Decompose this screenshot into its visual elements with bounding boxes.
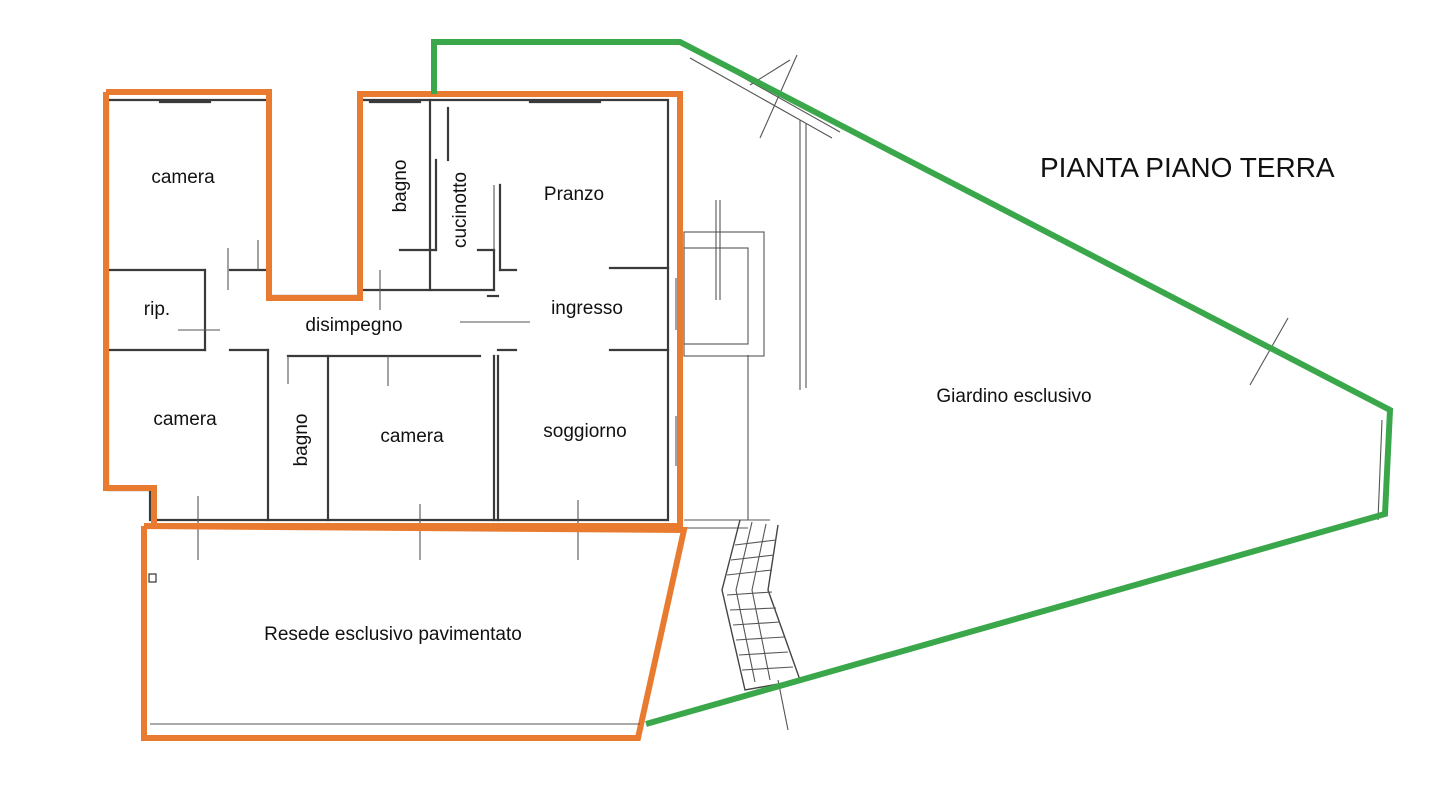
plan-title: PIANTA PIANO TERRA: [1040, 152, 1335, 183]
room-label-ingresso: ingresso: [551, 298, 623, 319]
room-label-rip: rip.: [144, 299, 170, 320]
room-label-pranzo: Pranzo: [544, 184, 604, 205]
stairs: [721, 519, 801, 691]
green-boundary: [431, 39, 1394, 727]
room-label-cucinotto: cucinotto: [450, 172, 471, 248]
room-label-soggiorno: soggiorno: [543, 421, 626, 442]
room-label-camera-mid: camera: [380, 426, 444, 447]
room-label-camera-top: camera: [151, 167, 215, 188]
room-label-bagno-top: bagno: [390, 160, 411, 213]
room-label-camera-left: camera: [153, 409, 217, 430]
resede-marker: [148, 573, 157, 583]
area-label-resede: Resede esclusivo pavimentato: [264, 624, 522, 645]
porch: [683, 200, 765, 357]
orange-boundary: [103, 89, 688, 741]
room-label-disimpegno: disimpegno: [305, 315, 402, 336]
area-label-giardino: Giardino esclusivo: [936, 386, 1091, 407]
room-label-bagno-bottom: bagno: [291, 414, 312, 467]
